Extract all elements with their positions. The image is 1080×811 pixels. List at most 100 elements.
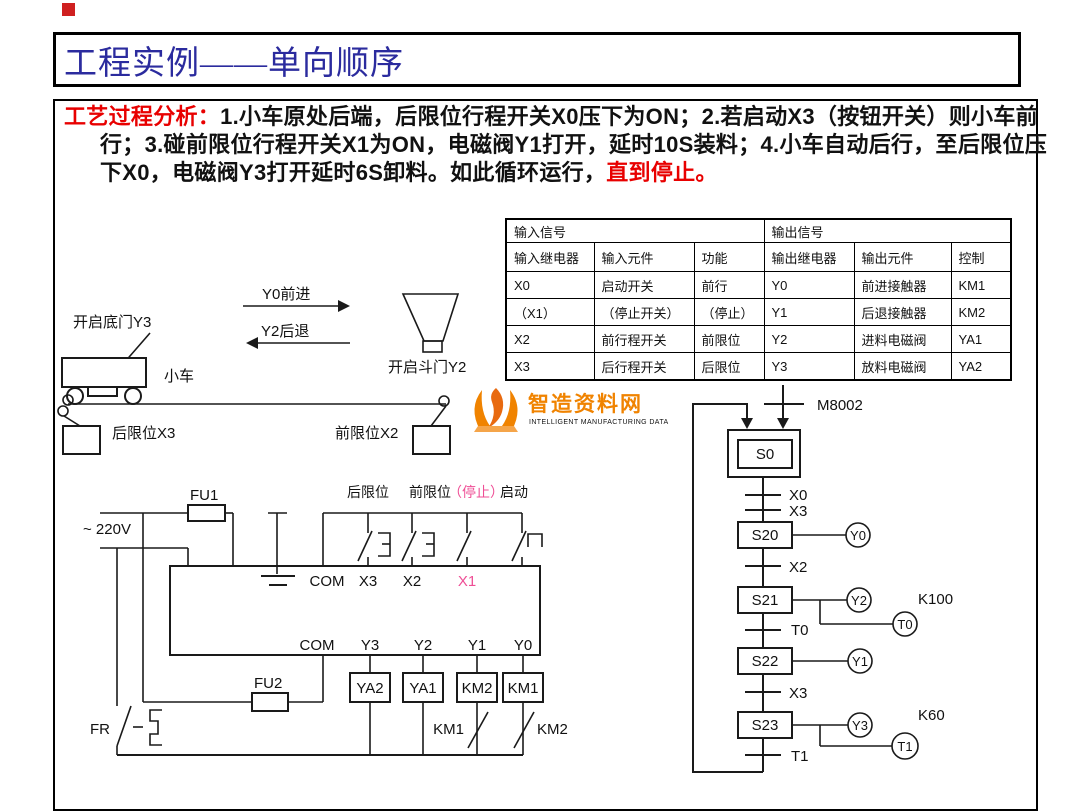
- cell: KM1: [950, 271, 1012, 299]
- km2-nc-contact: [513, 711, 535, 749]
- timer-k100-label: K100: [918, 591, 953, 608]
- svg-text:YA1: YA1: [409, 680, 436, 697]
- cell: X2: [505, 325, 595, 353]
- transition-t0: T0: [791, 622, 809, 639]
- svg-text:S0: S0: [756, 446, 774, 463]
- svg-text:S21: S21: [752, 592, 779, 609]
- svg-text:Y0: Y0: [850, 528, 866, 543]
- output-km1: KM1 KM2: [502, 655, 568, 755]
- output-timer-t0: [892, 611, 918, 637]
- timer-k60-label: K60: [918, 707, 945, 724]
- cell: X0: [505, 271, 595, 299]
- step-s20: [737, 521, 793, 549]
- transition-x3b: X3: [789, 685, 807, 702]
- arrow-head: [777, 418, 789, 429]
- svg-text:Y3: Y3: [852, 718, 868, 733]
- col-header: 输出元件: [853, 242, 952, 272]
- fr-label: FR: [90, 721, 110, 738]
- hopper-funnel: [401, 293, 460, 342]
- transition-x0: X0: [789, 487, 807, 504]
- table-row: （X1） （停止开关） （停止） Y1 后退接触器 KM2: [505, 298, 1012, 326]
- fuse-fu1: [187, 504, 226, 522]
- forward-label: Y0前进: [262, 286, 310, 303]
- output-coil-y1: [847, 648, 873, 674]
- transition-x3: X3: [789, 503, 807, 520]
- supply-voltage-label: ~ 220V: [83, 521, 131, 538]
- output-coil-y3: [847, 712, 873, 738]
- svg-text:Y2: Y2: [851, 593, 867, 608]
- input-switch-start: [511, 513, 543, 566]
- rear-limit-switch-box: [62, 425, 101, 455]
- input-switch-x2: [401, 513, 435, 566]
- analysis-label: 工艺过程分析：: [64, 104, 221, 129]
- input-switch-x1: [456, 513, 472, 566]
- cart-body: [61, 357, 147, 388]
- sfc-chart: M8002 S0 X0 X3 S20 Y0 X2 S21 Y2 K100 T0: [692, 385, 953, 773]
- col-header: 输出继电器: [763, 242, 855, 272]
- watermark-logo: 智造资料网 INTELLIGENT MANUFACTURING DATA: [474, 388, 669, 432]
- table-column-header-row: 输入继电器 输入元件 功能 输出继电器 输出元件 控制: [505, 242, 1012, 272]
- terminal-x1: X1: [458, 573, 476, 590]
- front-limit-label: 前限位X2: [335, 425, 398, 442]
- front-limit-switch-label: 前限位: [409, 484, 451, 500]
- cell: 前限位: [693, 325, 765, 353]
- fr-contact: [116, 705, 132, 747]
- col-header: 输入元件: [593, 242, 695, 272]
- svg-text:T1: T1: [897, 739, 912, 754]
- cell: Y3: [763, 352, 855, 381]
- km1-interlock-label: KM1: [433, 721, 464, 738]
- terminal-y1: Y1: [468, 637, 486, 654]
- stop-switch-label: （停止）: [448, 484, 504, 500]
- terminal-x3: X3: [359, 573, 377, 590]
- fr-overload-symbol: [149, 709, 162, 746]
- arrow-head: [338, 300, 350, 312]
- output-timer-t1: [891, 732, 919, 760]
- svg-text:KM1: KM1: [508, 680, 539, 697]
- km2-interlock-label: KM2: [537, 721, 568, 738]
- svg-text:YA2: YA2: [356, 680, 383, 697]
- content-frame: [53, 99, 1038, 811]
- cell: 后限位: [693, 352, 765, 381]
- hopper-door-label: 开启斗门Y2: [388, 359, 466, 376]
- km1-nc-contact: [467, 711, 489, 749]
- cell: 前进接触器: [853, 271, 952, 299]
- terminal-y0: Y0: [514, 637, 532, 654]
- col-header: 输入继电器: [505, 242, 595, 272]
- output-ya1: YA1: [402, 655, 444, 755]
- svg-text:S20: S20: [752, 527, 779, 544]
- cart-diagram: 开启底门Y3 小车 Y0前进 Y2后退 开启斗门Y2 后限位X3 前限位X2: [57, 286, 466, 455]
- cell: KM2: [950, 298, 1012, 326]
- table-row: X2 前行程开关 前限位 Y2 进料电磁阀 YA1: [505, 325, 1012, 353]
- output-coil-y2: [846, 587, 872, 613]
- cart-bottom-door: [87, 386, 118, 397]
- step-s22: [737, 647, 793, 675]
- cart-wheel: [124, 387, 142, 405]
- cell: Y1: [763, 298, 855, 326]
- svg-text:Y1: Y1: [852, 654, 868, 669]
- analysis-highlight: 直到停止。: [606, 160, 718, 185]
- cell: Y0: [763, 271, 855, 299]
- analysis-body: 1.小车原处后端，后限位行程开关X0压下为ON；2.若启动X3（按钮开关）则小车…: [100, 104, 1048, 185]
- col-header: 功能: [693, 242, 765, 272]
- terminal-y2: Y2: [414, 637, 432, 654]
- loop-back-line: [692, 403, 763, 773]
- step-s0: [737, 439, 793, 469]
- terminal-x2: X2: [403, 573, 421, 590]
- cell: 后退接触器: [853, 298, 952, 326]
- cell: 进料电磁阀: [853, 325, 952, 353]
- cell: YA2: [950, 352, 1012, 381]
- svg-text:KM2: KM2: [462, 680, 493, 697]
- wiring-diagram: ~ 220V FU1 FU2 FR: [83, 484, 568, 756]
- col-header: 控制: [950, 242, 1012, 272]
- cell: 前行程开关: [593, 325, 695, 353]
- cell: YA1: [950, 325, 1012, 353]
- cell: （X1）: [505, 298, 595, 326]
- cart-label: 小车: [164, 368, 194, 385]
- rear-limit-label: 后限位X3: [112, 425, 175, 442]
- red-marker: [62, 3, 75, 16]
- logo-tagline: INTELLIGENT MANUFACTURING DATA: [529, 419, 669, 426]
- arrow-head: [741, 418, 753, 429]
- svg-text:T0: T0: [897, 617, 912, 632]
- transition-x2: X2: [789, 559, 807, 576]
